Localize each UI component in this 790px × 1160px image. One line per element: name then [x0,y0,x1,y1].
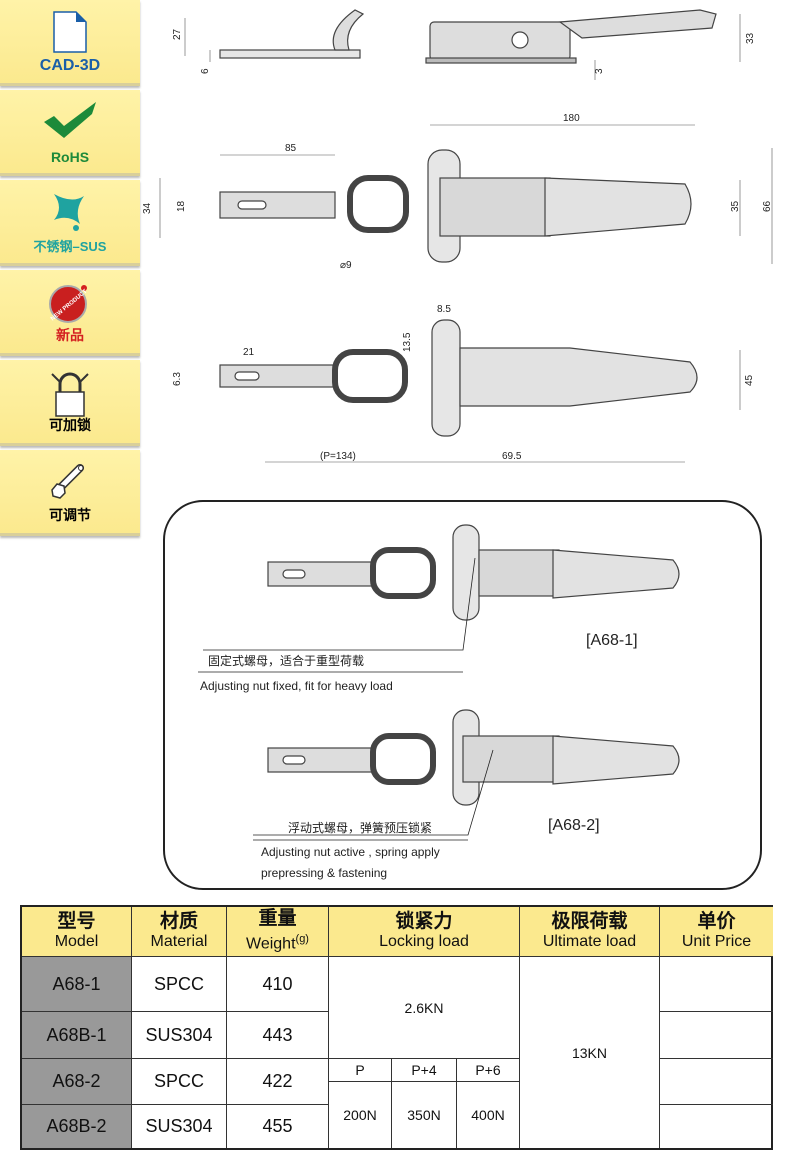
feature-label: 可加锁 [49,417,91,433]
dim-label: 3 [594,68,605,74]
feature-lockable[interactable]: 可加锁 [0,360,140,446]
cell-locking-value: 400N [457,1082,520,1148]
dim-label: 45 [744,374,755,386]
variants-panel: [A68-1] 固定式螺母，适合于重型荷载 Adjusting nut fixe… [163,500,762,890]
dim-label: 34 [142,202,153,214]
cell-ultimate-load: 13KN [520,957,660,1148]
cell-unit-price [660,1105,773,1148]
feature-label: 可调节 [49,507,91,523]
cell-model: A68-2 [22,1059,132,1105]
feature-cad-3d[interactable]: CAD-3D [0,0,140,86]
cell-locking-subheader: P+4 [392,1059,457,1082]
cell-locking-value: 350N [392,1082,457,1148]
bottom-view: 8.5 13.5 21 6.3 45 (P=134) 69.5 [172,304,755,463]
sparkle-icon [54,194,84,231]
feature-label: CAD-3D [39,57,101,74]
dim-label: 85 [285,143,297,154]
cell-unit-price [660,1059,773,1105]
cell-weight: 422 [227,1059,329,1105]
feature-stainless[interactable]: 不锈钢–SUS [0,180,140,266]
feature-label: 不锈钢–SUS [33,239,107,254]
dim-label: 66 [762,200,773,212]
cell-locking-subheader: P+6 [457,1059,520,1082]
cell-model: A68-1 [22,957,132,1012]
dim-label: 6 [200,68,211,74]
cell-model: A68B-2 [22,1105,132,1148]
technical-drawings: 27 6 33 3 180 85 34 18 35 66 ⌀9 8.5 13.5… [142,9,773,463]
wrench-icon [51,464,84,499]
top-view: 180 85 34 18 35 66 ⌀9 [142,113,773,271]
dim-label: ⌀9 [340,260,352,271]
feature-label: 新品 [56,327,84,343]
dim-label: 21 [243,347,255,358]
feature-label: RoHS [50,149,90,165]
variant-label: [A68-2] [548,817,600,834]
variant-note-cn: 固定式螺母，适合于重型荷载 [208,653,364,668]
dim-label: 13.5 [402,332,413,352]
dim-label: 180 [563,113,580,124]
dim-label: 27 [172,28,183,40]
cell-weight: 455 [227,1105,329,1148]
variant-note-en: Adjusting nut fixed, fit for heavy load [200,679,393,693]
dim-label: (P=134) [320,451,356,462]
variant-note-en: Adjusting nut active , spring apply [261,845,440,859]
feature-adjustable[interactable]: 可调节 [0,450,140,536]
cell-weight: 443 [227,1012,329,1059]
feature-new-product[interactable]: NEW PRODUCT 新品 [0,270,140,356]
variant-note-en: prepressing & fastening [261,866,387,880]
cell-material: SUS304 [132,1105,227,1148]
checkmark-icon [44,102,96,138]
variant-label: [A68-1] [586,632,638,649]
cell-locking-subheader: P [329,1059,392,1082]
cell-unit-price [660,957,773,1012]
new-product-badge-icon: NEW PRODUCT [49,285,89,323]
variant-a68-2-drawing: [A68-2] 浮动式螺母，弹簧预压锁紧 Adjusting nut activ… [253,709,680,880]
dim-label: 69.5 [502,451,522,462]
cell-unit-price [660,1012,773,1059]
feature-rohs[interactable]: RoHS [0,90,140,176]
side-view: 27 6 33 3 [172,9,756,80]
padlock-icon [51,372,89,417]
cell-locking-fixed: 2.6KN [329,957,520,1059]
cell-locking-value: 200N [329,1082,392,1148]
cell-model: A68B-1 [22,1012,132,1059]
cell-material: SUS304 [132,1012,227,1059]
file-icon [53,11,87,53]
dim-label: 8.5 [437,304,451,315]
cell-weight: 410 [227,957,329,1012]
cell-material: SPCC [132,957,227,1012]
dim-label: 6.3 [172,372,183,386]
variant-a68-1-drawing: [A68-1] 固定式螺母，适合于重型荷载 Adjusting nut fixe… [198,524,680,693]
cell-material: SPCC [132,1059,227,1105]
dim-label: 35 [730,200,741,212]
variant-note-cn: 浮动式螺母，弹簧预压锁紧 [288,820,432,835]
dim-label: 18 [176,200,187,212]
dim-label: 33 [745,32,756,44]
